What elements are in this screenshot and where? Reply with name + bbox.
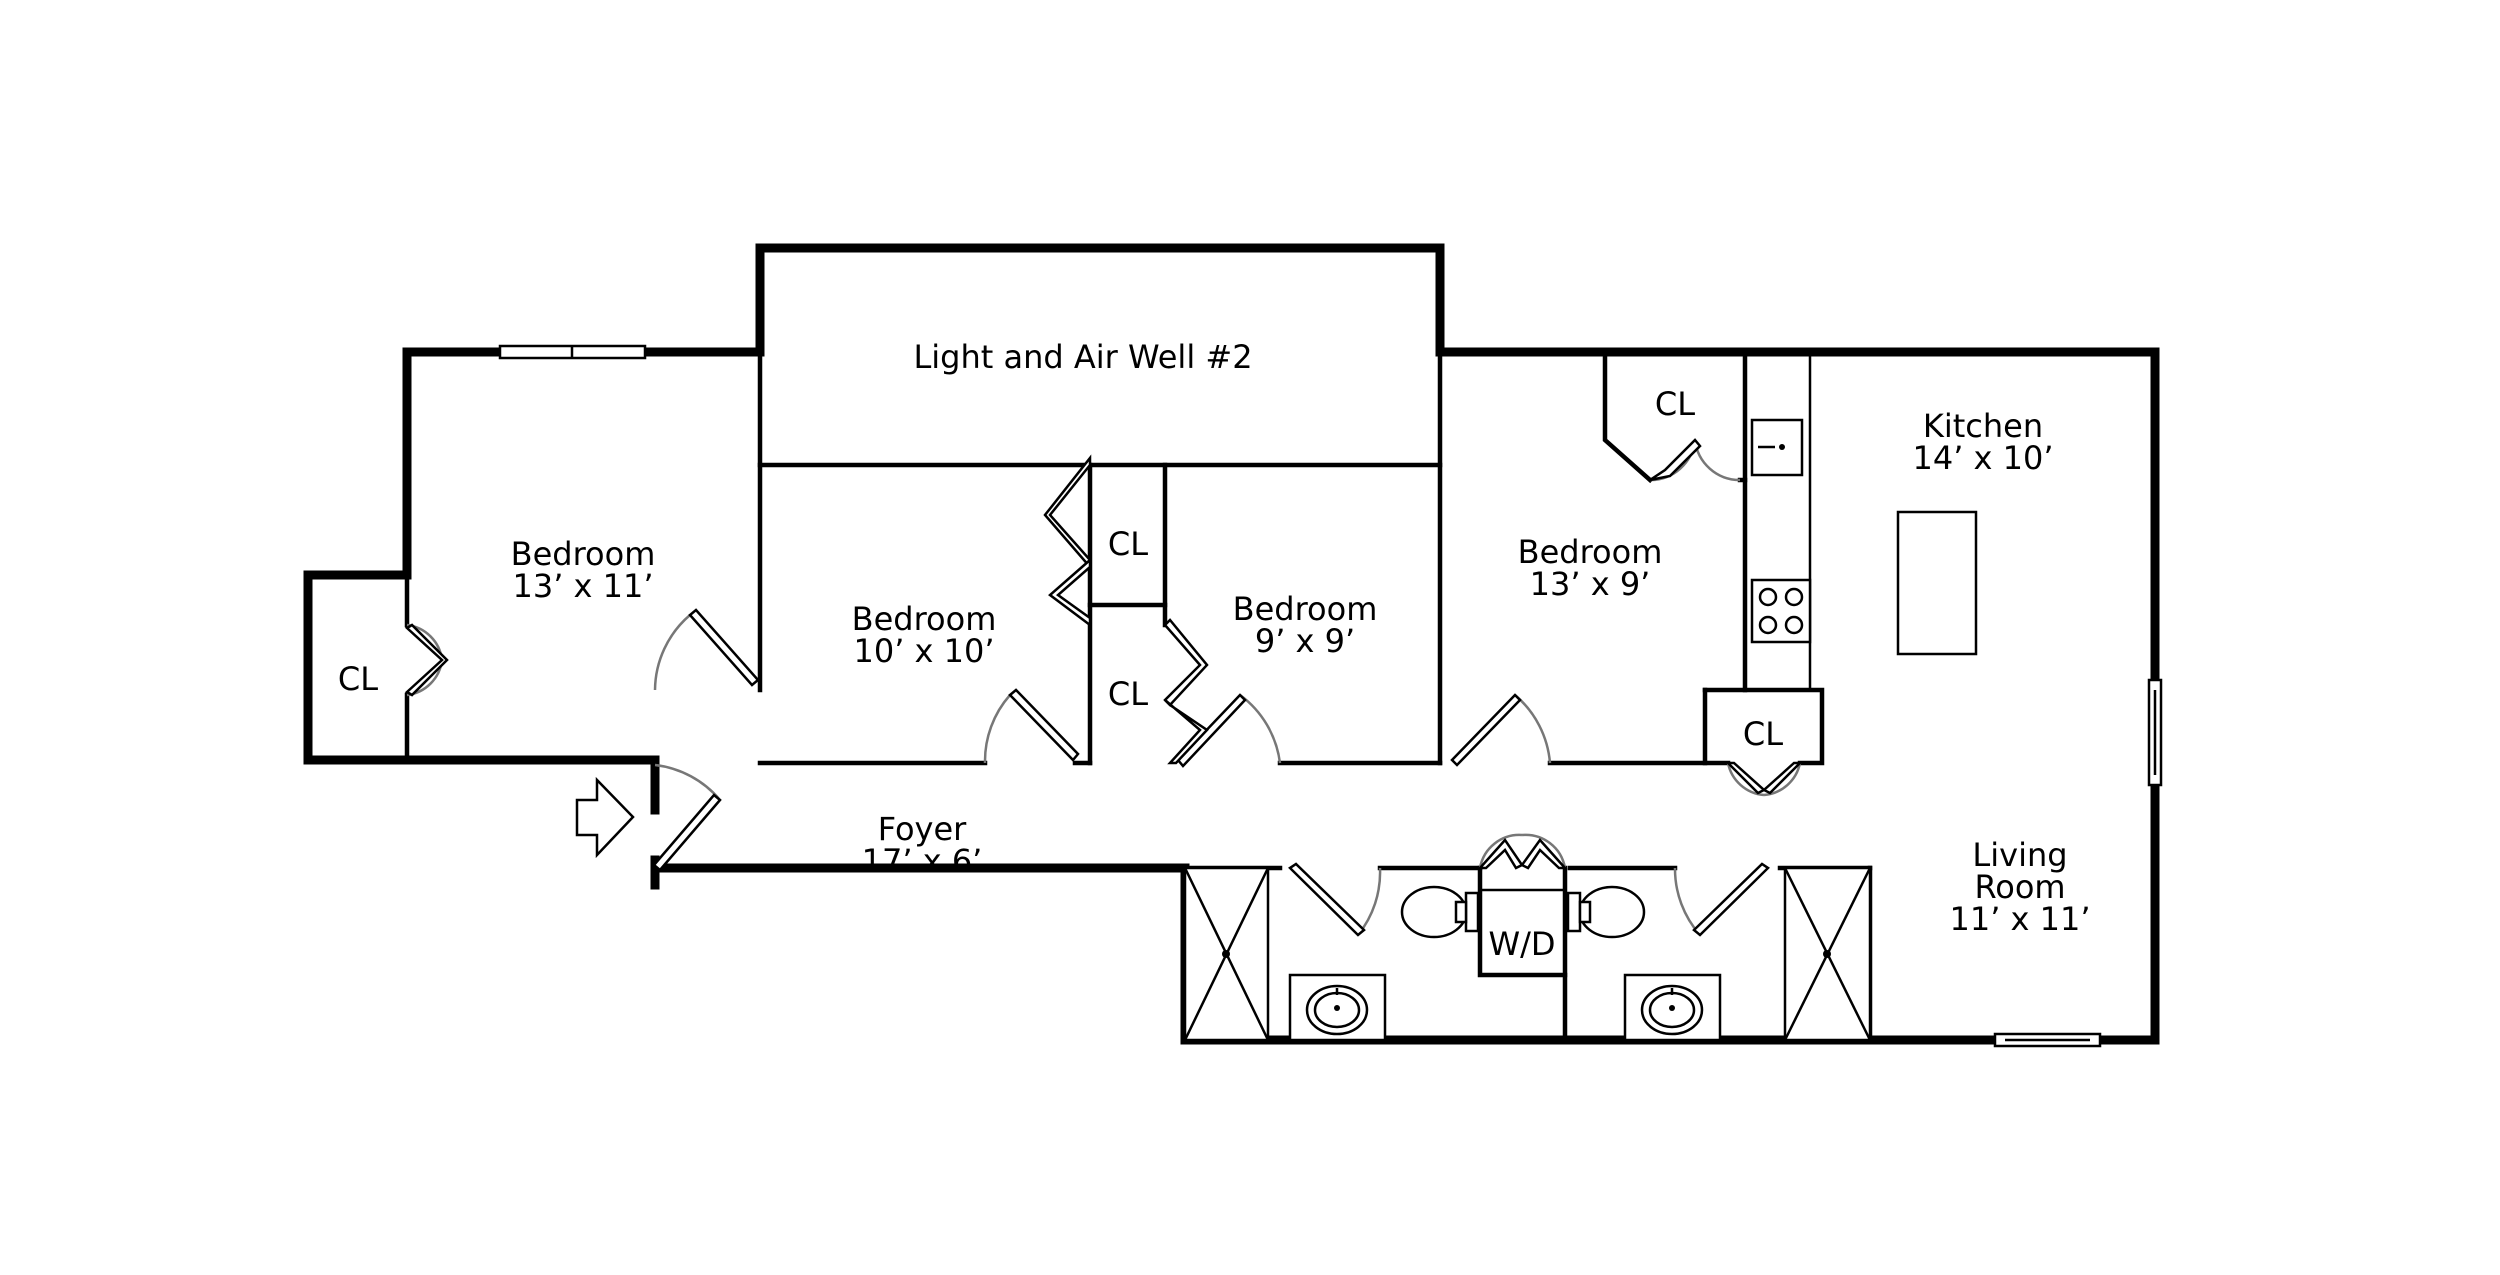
foyer-size: 17’ x 6’ — [862, 842, 983, 880]
bedroom-east-size: 13’ x 9’ — [1530, 565, 1651, 603]
window-icon — [498, 344, 647, 360]
window-icon — [1993, 1032, 2102, 1048]
kitchen-size: 14’ x 10’ — [1912, 439, 2053, 477]
laundry-label: W/D — [1488, 925, 1555, 963]
kitchen-island — [1896, 510, 1978, 656]
air-well-label: Light and Air Well #2 — [913, 338, 1252, 376]
closet-kitchen-label: CL — [1743, 715, 1783, 753]
toilet-icon — [1566, 885, 1646, 939]
living-room-name-1: Living — [1972, 836, 2067, 874]
closet-bed2-lower-label: CL — [1108, 675, 1148, 713]
doors — [652, 608, 1770, 937]
bedroom-3-size: 9’ x 9’ — [1255, 622, 1355, 660]
cooktop-icon — [1750, 578, 1812, 644]
living-room-size: 11’ x 11’ — [1949, 900, 2090, 938]
closet-bed2-upper-label: CL — [1108, 525, 1148, 563]
sink-icon — [1623, 973, 1722, 1042]
bedroom-east-name: Bedroom — [1518, 533, 1663, 571]
sink-icon — [1750, 418, 1804, 477]
entry-arrow-icon — [575, 776, 635, 859]
closet-west-label: CL — [338, 660, 378, 698]
bedroom-west-name: Bedroom — [511, 535, 656, 573]
bedroom-2-name: Bedroom — [852, 600, 997, 638]
shower-icon — [1783, 866, 1872, 1042]
toilet-icon — [1400, 885, 1480, 939]
kitchen-name: Kitchen — [1923, 407, 2043, 445]
window-icon — [2147, 678, 2163, 787]
foyer-name: Foyer — [878, 810, 967, 848]
shower-icon — [1183, 866, 1270, 1042]
closet-bed-east-label: CL — [1655, 385, 1695, 423]
living-room-name-2: Room — [1974, 868, 2065, 906]
room-labels: Light and Air Well #2 Bedroom 13’ x 11’ … — [338, 338, 2091, 963]
bedroom-2-size: 10’ x 10’ — [853, 632, 994, 670]
bedroom-west-size: 13’ x 11’ — [512, 567, 653, 605]
bedroom-3-name: Bedroom — [1233, 590, 1378, 628]
sink-icon — [1288, 973, 1387, 1042]
closet-doors — [404, 438, 1804, 870]
